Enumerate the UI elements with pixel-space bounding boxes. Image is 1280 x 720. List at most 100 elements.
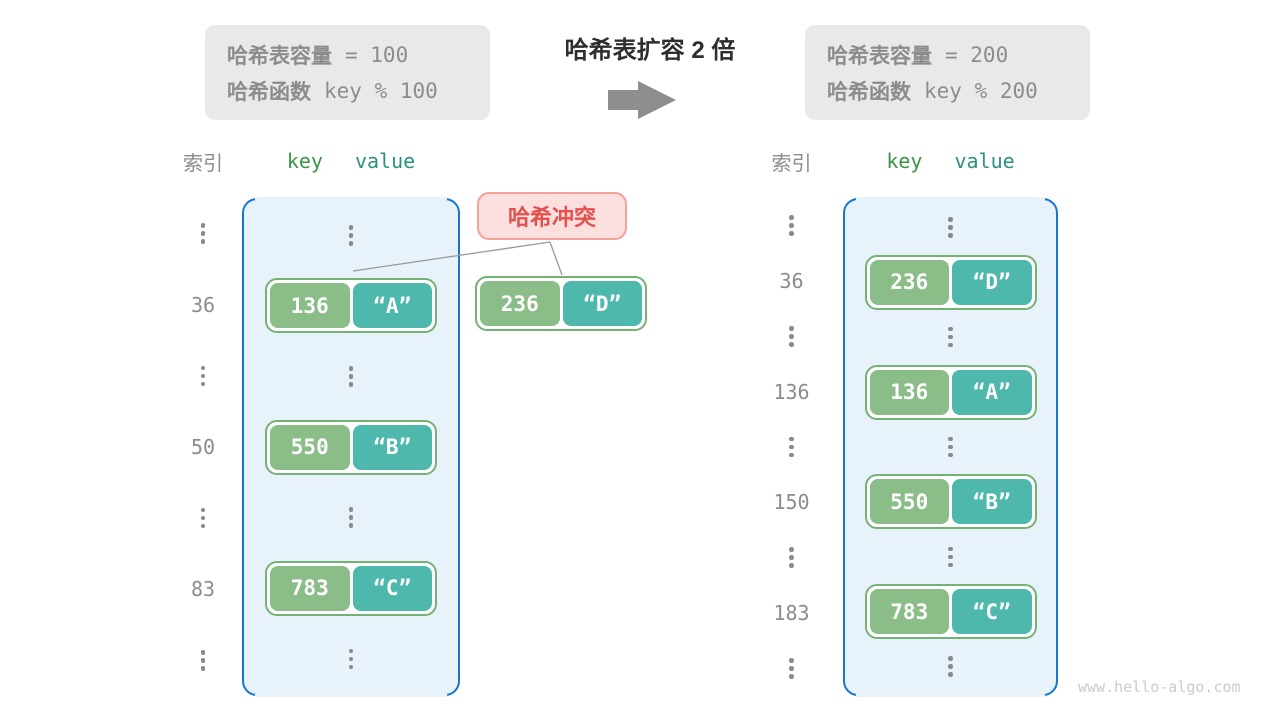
index-cell: 183 xyxy=(740,585,843,640)
table-header: 索引 key value xyxy=(740,147,1058,175)
resize-title: 哈希表扩容 2 倍 xyxy=(564,37,736,64)
ellipsis-dots-icon xyxy=(948,546,953,568)
bucket-row: 136 “A” xyxy=(244,271,458,342)
ellipsis-dots-icon xyxy=(948,217,953,238)
hash-collision-label: 哈希冲突 xyxy=(477,192,627,240)
watermark: www.hello-algo.com xyxy=(1078,678,1241,696)
ellipsis-dots-icon xyxy=(789,215,794,236)
table-body: 36 50 83 136 “A” 550 xyxy=(164,197,460,697)
capacity-line: 哈希表容量 = 200 xyxy=(827,40,1090,70)
capacity-value: = 200 xyxy=(945,42,1009,67)
key-value-header: key value xyxy=(843,149,1058,173)
index-label: 83 xyxy=(190,577,216,602)
table-header: 索引 key value xyxy=(164,147,460,175)
ellipsis-dots-icon xyxy=(948,436,953,458)
bucket-row xyxy=(845,420,1056,475)
value-cell: “C” xyxy=(352,565,432,611)
value-cell: “D” xyxy=(562,281,642,326)
key-cell: 236 xyxy=(480,281,560,326)
capacity-line: 哈希表容量 = 100 xyxy=(227,40,490,70)
value-cell: “C” xyxy=(952,589,1032,635)
index-cell: 50 xyxy=(164,411,242,482)
value-cell: “B” xyxy=(352,424,432,470)
kv-pair: 550 “B” xyxy=(265,419,437,475)
index-cell: 83 xyxy=(164,554,242,625)
bucket-row: 136 “A” xyxy=(845,364,1056,420)
index-cell xyxy=(740,198,843,253)
bucket-row xyxy=(244,623,458,694)
index-cell xyxy=(740,530,843,585)
hash-table-after: 索引 key value 36 136 150 183 xyxy=(740,147,1058,697)
ellipsis-dots-icon xyxy=(789,436,794,458)
bucket-array-before: 136 “A” 550 “B” 783 “C” xyxy=(242,197,460,697)
index-cell: 150 xyxy=(740,475,843,530)
index-label: 136 xyxy=(773,379,810,404)
index-cell xyxy=(164,198,242,269)
key-cell: 550 xyxy=(869,479,949,525)
index-header: 索引 xyxy=(771,152,812,175)
bucket-row: 783 “C” xyxy=(845,584,1056,640)
bucket-row xyxy=(845,310,1056,365)
capacity-note-after: 哈希表容量 = 200 哈希函数 key % 200 xyxy=(805,25,1090,120)
index-cell xyxy=(740,419,843,474)
hash-table-before: 索引 key value 36 50 83 136 xyxy=(164,147,460,697)
value-cell: “D” xyxy=(952,259,1032,305)
value-cell: “A” xyxy=(352,283,432,329)
ellipsis-dots-icon xyxy=(789,547,794,568)
table-body: 36 136 150 183 236 “D” xyxy=(740,197,1058,697)
index-column: 36 136 150 183 xyxy=(740,198,843,696)
ellipsis-dots-icon xyxy=(789,658,794,679)
index-cell: 136 xyxy=(740,364,843,419)
ellipsis-dots-icon xyxy=(948,326,953,348)
collision-kv-pair: 236 “D” xyxy=(475,276,647,331)
ellipsis-dots-icon xyxy=(200,365,206,387)
kv-pair: 136 “A” xyxy=(265,278,437,334)
key-cell: 550 xyxy=(270,424,350,470)
kv-pair: 783 “C” xyxy=(265,560,437,616)
key-cell: 783 xyxy=(869,589,949,635)
bucket-array-after: 236 “D” 136 “A” 550 “B” xyxy=(843,197,1058,697)
bucket-row xyxy=(845,200,1056,255)
ellipsis-dots-icon xyxy=(348,366,354,387)
value-cell: “B” xyxy=(952,479,1032,525)
key-cell: 783 xyxy=(270,565,350,611)
ellipsis-dots-icon xyxy=(200,223,206,244)
index-label: 183 xyxy=(773,600,810,625)
hash-function-value: key % 200 xyxy=(924,78,1038,103)
index-cell: 36 xyxy=(740,253,843,308)
bucket-row xyxy=(845,639,1056,694)
index-cell: 36 xyxy=(164,269,242,340)
key-header: key xyxy=(286,149,323,173)
index-header: 索引 xyxy=(183,152,223,175)
index-label: 150 xyxy=(773,490,810,515)
capacity-label: 哈希表容量 xyxy=(227,44,332,68)
index-label: 50 xyxy=(190,434,216,459)
hash-function-label: 哈希函数 xyxy=(227,80,311,104)
key-cell: 136 xyxy=(270,283,350,329)
ellipsis-dots-icon xyxy=(789,326,794,347)
ellipsis-dots-icon xyxy=(948,656,953,677)
bucket-row xyxy=(244,341,458,412)
ellipsis-dots-icon xyxy=(200,650,206,671)
capacity-note-before: 哈希表容量 = 100 哈希函数 key % 100 xyxy=(205,25,490,120)
bucket-row xyxy=(845,529,1056,584)
hash-function-label: 哈希函数 xyxy=(827,80,911,104)
key-header: key xyxy=(886,149,923,173)
kv-pair: 236 “D” xyxy=(864,254,1037,310)
bucket-row xyxy=(244,482,458,553)
hash-function-value: key % 100 xyxy=(324,78,438,103)
bucket-row: 550 “B” xyxy=(244,412,458,483)
bucket-row: 236 “D” xyxy=(845,254,1056,310)
key-value-header: key value xyxy=(242,149,460,173)
key-cell: 236 xyxy=(869,259,949,305)
capacity-label: 哈希表容量 xyxy=(827,44,932,68)
kv-pair: 550 “B” xyxy=(864,474,1037,530)
ellipsis-dots-icon xyxy=(348,507,354,528)
hash-function-line: 哈希函数 key % 100 xyxy=(227,76,490,106)
hash-function-line: 哈希函数 key % 200 xyxy=(827,76,1090,106)
value-header: value xyxy=(954,149,1015,173)
value-cell: “A” xyxy=(952,369,1032,415)
ellipsis-dots-icon xyxy=(200,507,206,529)
index-cell xyxy=(164,483,242,554)
